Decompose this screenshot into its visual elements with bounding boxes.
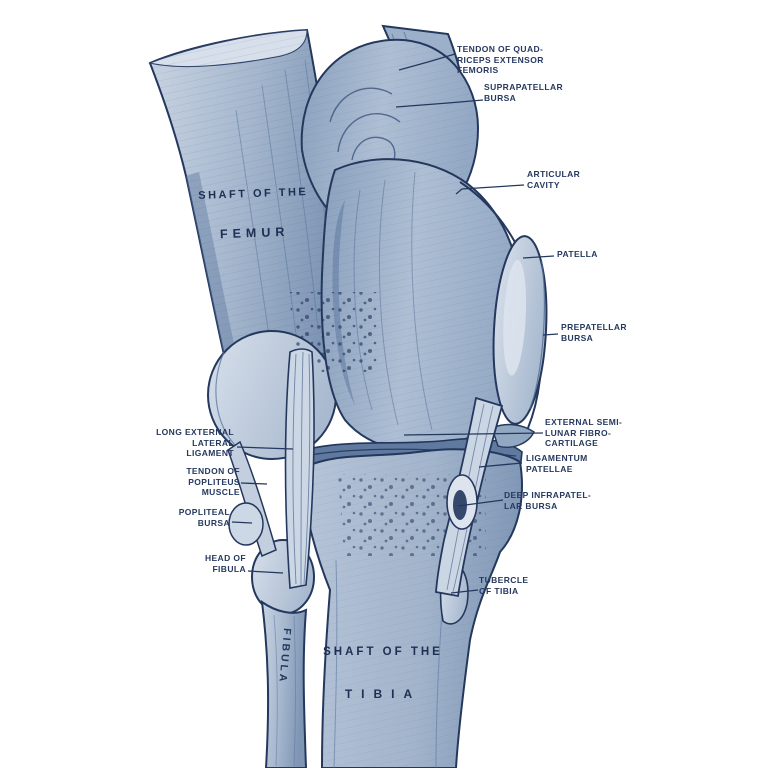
leader-lines bbox=[231, 53, 559, 594]
label-tubercle-of-tibia: TUBERCLE OF TIBIA bbox=[479, 575, 529, 596]
caption-tibia-line2: TIBIA bbox=[344, 687, 422, 701]
leader-tubercle-of-tibia bbox=[450, 589, 479, 594]
label-popliteal-bursa: POPLITEAL BURSA bbox=[178, 507, 230, 528]
label-deep-infrapatellar-bursa: DEEP INFRAPATEL- LAR BURSA bbox=[504, 490, 592, 511]
external-semilunar-cartilage-shape bbox=[491, 423, 535, 448]
leader-articular-cavity bbox=[455, 184, 525, 195]
label-suprapatellar-bursa: SUPRAPATELLAR BURSA bbox=[484, 82, 564, 103]
leader-popliteal-bursa bbox=[231, 521, 253, 524]
caption-tibia-line1: SHAFT OF THE bbox=[323, 646, 443, 658]
leader-suprapatellar-bursa bbox=[395, 99, 484, 108]
leader-head-of-fibula bbox=[247, 570, 284, 574]
label-articular-cavity: ARTICULAR CAVITY bbox=[527, 169, 581, 190]
leader-patella bbox=[522, 255, 555, 259]
lateral-ligament-shape bbox=[284, 348, 315, 589]
caption-tibia: SHAFT OF THE TIBIA bbox=[322, 628, 444, 719]
leader-ligamentum-patellae bbox=[478, 462, 523, 468]
label-long-external-lateral-ligament: LONG EXTERNAL LATERAL LIGAMENT bbox=[156, 427, 234, 458]
label-head-of-fibula: HEAD OF FIBULA bbox=[204, 553, 246, 574]
label-tendon-of-quadriceps-extensor-femoris: TENDON OF QUAD- RICEPS EXTENSOR FEMORIS bbox=[457, 44, 544, 75]
leader-external-semilunar bbox=[403, 432, 544, 436]
leader-long-external-lateral-ligament bbox=[236, 446, 294, 450]
leader-quadriceps-tendon bbox=[398, 53, 456, 71]
deep-infrapatellar-bursa-shape bbox=[446, 474, 478, 530]
caption-femur: SHAFT OF THE FEMUR bbox=[194, 168, 313, 260]
patella-shape bbox=[492, 235, 548, 425]
caption-femur-line1: SHAFT OF THE bbox=[198, 186, 309, 202]
label-tendon-of-popliteus-muscle: TENDON OF POPLITEUS MUSCLE bbox=[186, 466, 240, 497]
tibia-shape bbox=[298, 448, 523, 768]
label-prepatellar-bursa: PREPATELLAR BURSA bbox=[561, 322, 627, 343]
popliteal-bursa-shape bbox=[228, 502, 264, 546]
caption-femur-line2: FEMUR bbox=[219, 224, 290, 242]
label-external-semilunar-fibrocartilage: EXTERNAL SEMI- LUNAR FIBRO- CARTILAGE bbox=[545, 417, 623, 448]
popliteus-tendon-shape bbox=[227, 440, 277, 558]
label-patella: PATELLA bbox=[557, 249, 598, 259]
leader-prepatellar-bursa bbox=[542, 333, 559, 336]
label-ligamentum-patellae: LIGAMENTUM PATELLAE bbox=[526, 453, 588, 474]
leader-popliteus-tendon bbox=[240, 482, 268, 485]
leader-deep-infrapatellar-bursa bbox=[457, 499, 504, 507]
